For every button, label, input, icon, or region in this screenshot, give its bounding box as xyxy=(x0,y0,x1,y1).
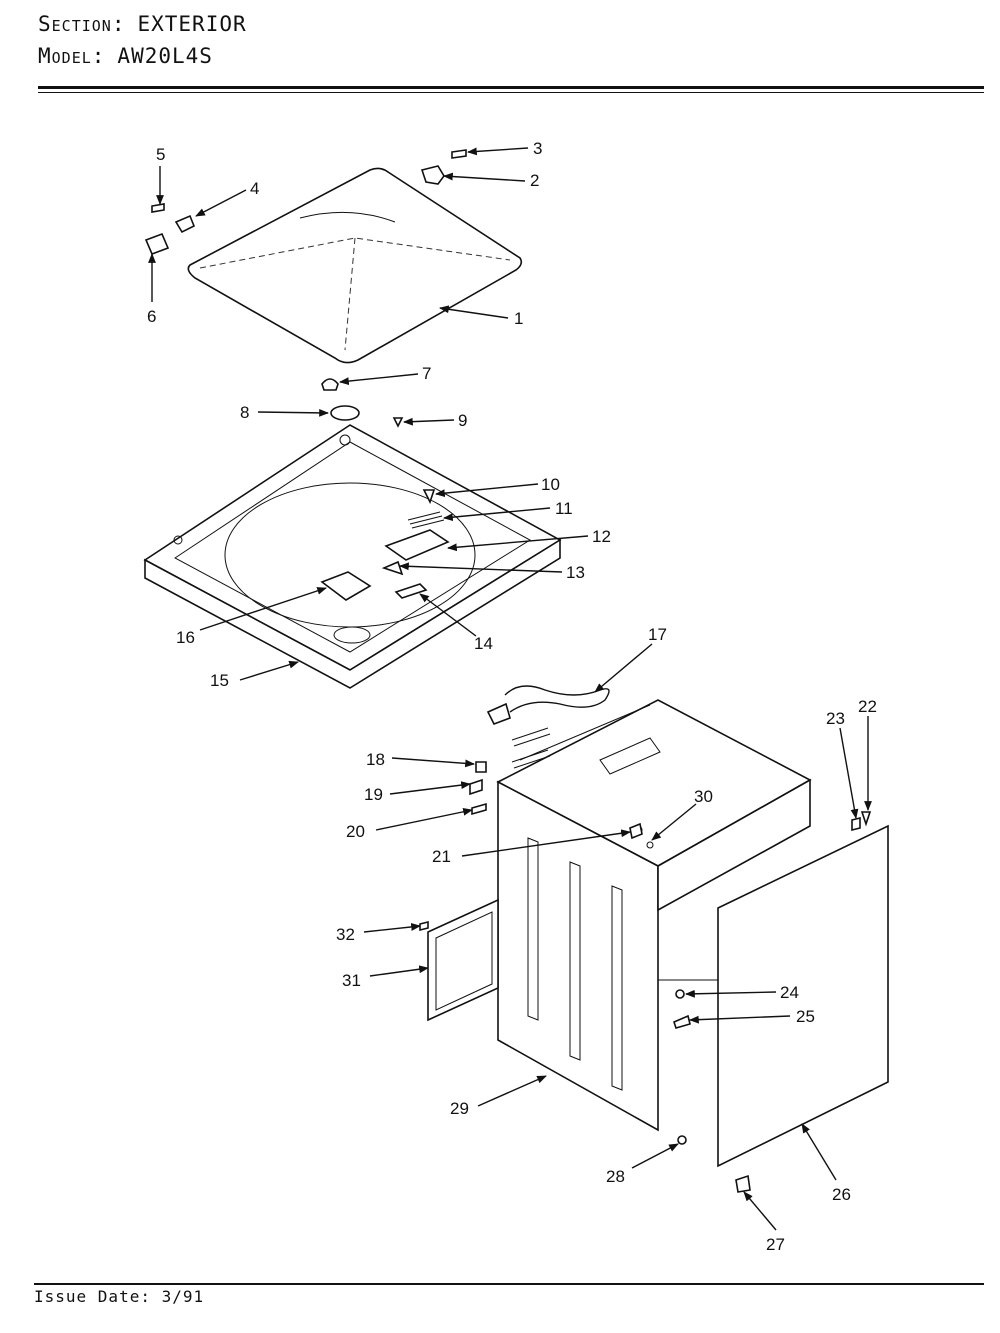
exploded-parts-diagram: 1 2 3 4 5 6 7 8 9 10 11 12 13 14 15 16 1… xyxy=(143,139,889,1254)
section-header: Section: EXTERIOR xyxy=(38,12,247,36)
callout-24: 24 xyxy=(780,983,799,1002)
callout-14: 14 xyxy=(474,634,493,653)
part-bushing-left xyxy=(144,232,170,256)
part-power-cord xyxy=(486,685,610,769)
callout-3: 3 xyxy=(533,139,542,158)
leader-lines xyxy=(148,147,872,1231)
callout-19: 19 xyxy=(364,785,383,804)
part-hinge-left xyxy=(174,214,196,234)
part-gasket-ring xyxy=(330,405,360,421)
part-screw-top xyxy=(451,149,467,159)
model-header: Model: AW20L4S xyxy=(38,44,213,68)
callout-5: 5 xyxy=(156,145,165,164)
part-screw-left xyxy=(151,203,165,213)
part-hinge-right xyxy=(420,165,445,185)
model-label: Model: xyxy=(38,44,106,68)
part-cabinet xyxy=(496,699,812,1132)
callout-7: 7 xyxy=(422,364,431,383)
part-rear-panel xyxy=(717,824,889,1168)
callout-17: 17 xyxy=(648,625,667,644)
callout-labels: 1 2 3 4 5 6 7 8 9 10 11 12 13 14 15 16 1… xyxy=(147,139,877,1254)
callout-32: 32 xyxy=(336,925,355,944)
callout-27: 27 xyxy=(766,1235,785,1254)
part-access-panel xyxy=(427,898,499,1022)
callout-4: 4 xyxy=(250,179,259,198)
callout-22: 22 xyxy=(858,697,877,716)
issue-date: Issue Date: 3/91 xyxy=(34,1287,205,1306)
callout-13: 13 xyxy=(566,563,585,582)
callout-11: 11 xyxy=(555,499,573,518)
footer-rule xyxy=(34,1283,984,1285)
callout-31: 31 xyxy=(342,971,361,990)
part-lid xyxy=(187,167,523,364)
callout-25: 25 xyxy=(796,1007,815,1026)
part-bumper xyxy=(321,378,339,391)
callout-16: 16 xyxy=(176,628,195,647)
callout-20: 20 xyxy=(346,822,365,841)
callout-21: 21 xyxy=(432,847,451,866)
part-small-hardware xyxy=(419,761,872,1193)
callout-8: 8 xyxy=(240,403,249,422)
callout-28: 28 xyxy=(606,1167,625,1186)
callout-23: 23 xyxy=(826,709,845,728)
section-label: Section: xyxy=(38,12,126,36)
callout-26: 26 xyxy=(832,1185,851,1204)
callout-9: 9 xyxy=(458,411,467,430)
callout-10: 10 xyxy=(541,475,560,494)
part-screw-9 xyxy=(392,417,404,428)
model-value: AW20L4S xyxy=(117,44,213,68)
header-rule-thick xyxy=(38,86,984,89)
part-top-cover xyxy=(143,424,562,689)
callout-29: 29 xyxy=(450,1099,469,1118)
header-rule-thin xyxy=(38,92,984,93)
callout-15: 15 xyxy=(210,671,229,690)
section-value: EXTERIOR xyxy=(137,12,247,36)
callout-12: 12 xyxy=(592,527,611,546)
callout-30: 30 xyxy=(694,787,713,806)
callout-2: 2 xyxy=(530,171,539,190)
callout-1: 1 xyxy=(514,309,523,328)
callout-6: 6 xyxy=(147,307,156,326)
callout-18: 18 xyxy=(366,750,385,769)
